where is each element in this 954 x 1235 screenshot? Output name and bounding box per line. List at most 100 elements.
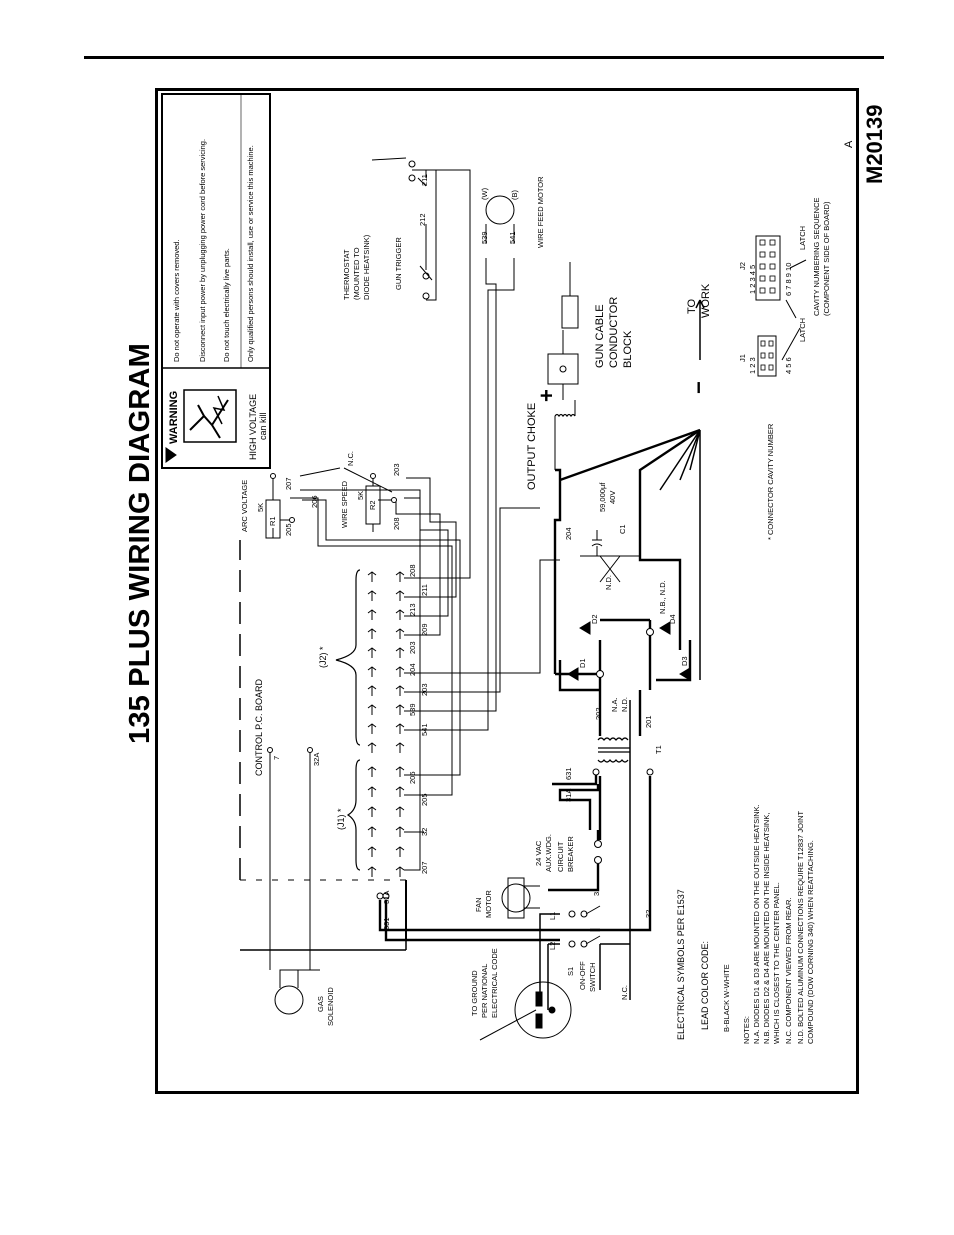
wire-32-b: 32 xyxy=(644,909,653,918)
breaker-line-2: BREAKER xyxy=(566,836,575,872)
wire-32: 32 xyxy=(420,827,429,836)
l1-label: L1 xyxy=(548,911,557,920)
output-choke-label: OUTPUT CHOKE xyxy=(526,402,538,490)
note-nd: N.D. BOLTED ALUMINUM CONNECTIONS REQUIRE… xyxy=(796,810,805,1044)
note-nb: N.B. DIODES D2 & D4 ARE MOUNTED ON THE I… xyxy=(762,812,771,1044)
switch-line-1: S1 xyxy=(566,966,575,976)
latch-label-2: LATCH xyxy=(798,225,807,250)
wire-206: 206 xyxy=(408,771,417,784)
thermostat-line-1: THERMOSTAT xyxy=(342,249,351,300)
transformer-t1 xyxy=(592,737,654,776)
top-rule xyxy=(84,56,884,59)
gun-cable-line-1: GUN CABLE xyxy=(594,304,606,368)
minus-terminal-label: − xyxy=(686,381,711,394)
warning-bullet-1: Do not operate with covers removed. xyxy=(172,239,181,362)
gun-trigger-label: GUN TRIGGER xyxy=(394,237,403,290)
ground-line-3: ELECTRICAL CODE xyxy=(490,948,499,1018)
switch-line-2: ON-OFF xyxy=(578,961,587,990)
wire-541-b: 541 xyxy=(508,231,517,244)
wire-206-b: 206 xyxy=(310,495,319,508)
wire-541: 541 xyxy=(420,723,429,736)
wire-203-c: 203 xyxy=(392,463,401,476)
wire-205: 205 xyxy=(420,793,429,806)
j2-top-row: 1 2 3 4 5 xyxy=(748,264,757,294)
na-label: N.A. xyxy=(610,697,619,712)
motor-w-label: (W) xyxy=(480,187,489,200)
d4-label: D4 xyxy=(668,614,677,624)
wire-204: 204 xyxy=(408,663,417,676)
lead-colors: B-BLACK W-WHITE xyxy=(722,964,731,1032)
thermostat-line-3: DIODE HEATSINK) xyxy=(362,234,371,300)
r1-value: 5K xyxy=(256,502,265,512)
j2-bottom-row: 6 7 8 9 10 xyxy=(784,262,793,296)
wire-208-b: 208 xyxy=(392,517,401,530)
wire-212: 212 xyxy=(418,213,427,226)
arc-voltage-label: ARC VOLTAGE xyxy=(240,479,249,532)
j2-connector xyxy=(755,235,781,301)
power-plug xyxy=(514,981,572,1039)
note-nd-cont: COMPOUND (DOW CORNING 340) WHEN REATTACH… xyxy=(806,840,815,1044)
wire-203-b: 203 xyxy=(420,683,429,696)
nc-switch-label: N.C. xyxy=(620,985,629,1000)
j1-bottom-row: 4 5 6 xyxy=(784,357,793,374)
hazard-line-2: can kill xyxy=(258,412,268,440)
wire-207: 207 xyxy=(420,861,429,874)
gas-solenoid-line-2: SOLENOID xyxy=(326,987,335,1026)
wire-feed-motor xyxy=(485,195,515,225)
j1-label: (J1) * xyxy=(336,808,346,830)
wire-211: 211 xyxy=(420,584,429,596)
diode-d3 xyxy=(679,667,691,681)
note-nc: N.C. COMPONENT VIEWED FROM REAR. xyxy=(784,897,793,1044)
wire-207-b: 207 xyxy=(284,477,293,490)
to-work-line-1: TO xyxy=(686,298,698,314)
hazard-line-1: HIGH VOLTAGE xyxy=(248,393,258,460)
breaker-line-1: CIRCUIT xyxy=(556,841,565,872)
aux-winding-line-2: AUX.WDG. xyxy=(544,834,553,872)
latch-label-1: LATCH xyxy=(798,317,807,342)
fan-motor-line-2: MOTOR xyxy=(484,890,493,918)
wire-7: 7 xyxy=(272,755,281,760)
d1-label: D1 xyxy=(578,658,587,668)
warning-heading: WARNING xyxy=(168,390,180,444)
wire-209: 209 xyxy=(420,623,429,636)
diode-d1 xyxy=(567,667,579,681)
connector-cavity-note: * CONNECTOR CAVITY NUMBER xyxy=(766,423,775,540)
lead-color-code-heading: LEAD COLOR CODE: xyxy=(700,940,710,1030)
warning-box xyxy=(161,93,271,469)
wire-31: 31 xyxy=(592,887,601,896)
diagram-frame xyxy=(155,88,859,1094)
cavity-sequence-line-2: (COMPONENT SIDE OF BOARD) xyxy=(822,201,831,316)
plus-terminal-label: + xyxy=(534,389,559,402)
j2-cavity-label: J2 xyxy=(738,262,747,270)
to-work-line-2: WORK xyxy=(700,283,712,318)
cavity-sequence-line-1: CAVITY NUMBERING SEQUENCE xyxy=(812,197,821,317)
j2-label: (J2) * xyxy=(318,646,328,668)
wire-631: 631 xyxy=(564,767,573,780)
gun-cable-line-2: CONDUCTOR xyxy=(608,296,620,368)
notes-heading: NOTES: xyxy=(742,1016,751,1044)
gun-cable-line-3: BLOCK xyxy=(622,330,634,368)
warning-bullet-4: Only qualified persons should install, u… xyxy=(246,145,255,362)
capacitor-value: 59,000µf xyxy=(598,482,607,512)
r1-label: R1 xyxy=(268,516,277,526)
j1-connector xyxy=(757,335,777,377)
warning-bullet-3: Do not touch electrically live parts. xyxy=(222,248,231,362)
ground-line-2: PER NATIONAL xyxy=(480,963,489,1018)
j1-top-row: 1 2 3 xyxy=(748,357,757,374)
control-board-label: CONTROL P.C. BOARD xyxy=(254,678,264,776)
switch-line-3: SWITCH xyxy=(588,962,597,992)
diode-d4 xyxy=(659,621,671,635)
motor-b-label: (B) xyxy=(510,190,519,200)
fan-motor-line-1: FAN xyxy=(474,897,483,912)
j1-cavity-label: J1 xyxy=(738,354,747,362)
warning-bullet-2: Disconnect input power by unplugging pow… xyxy=(198,138,207,362)
nc-pot-label: N.C. xyxy=(346,451,355,466)
gas-solenoid-line-1: GAS xyxy=(316,996,325,1012)
wire-204-b: 204 xyxy=(564,527,573,540)
nd-capacitor-label: N.D. xyxy=(604,575,613,590)
aux-winding-line-1: 24 VAC xyxy=(534,840,543,866)
r2-label: R2 xyxy=(368,500,377,510)
note-na: N.A. DIODES D1 & D3 ARE MOUNTED ON THE O… xyxy=(752,804,761,1044)
transformer-label: T1 xyxy=(654,745,663,754)
